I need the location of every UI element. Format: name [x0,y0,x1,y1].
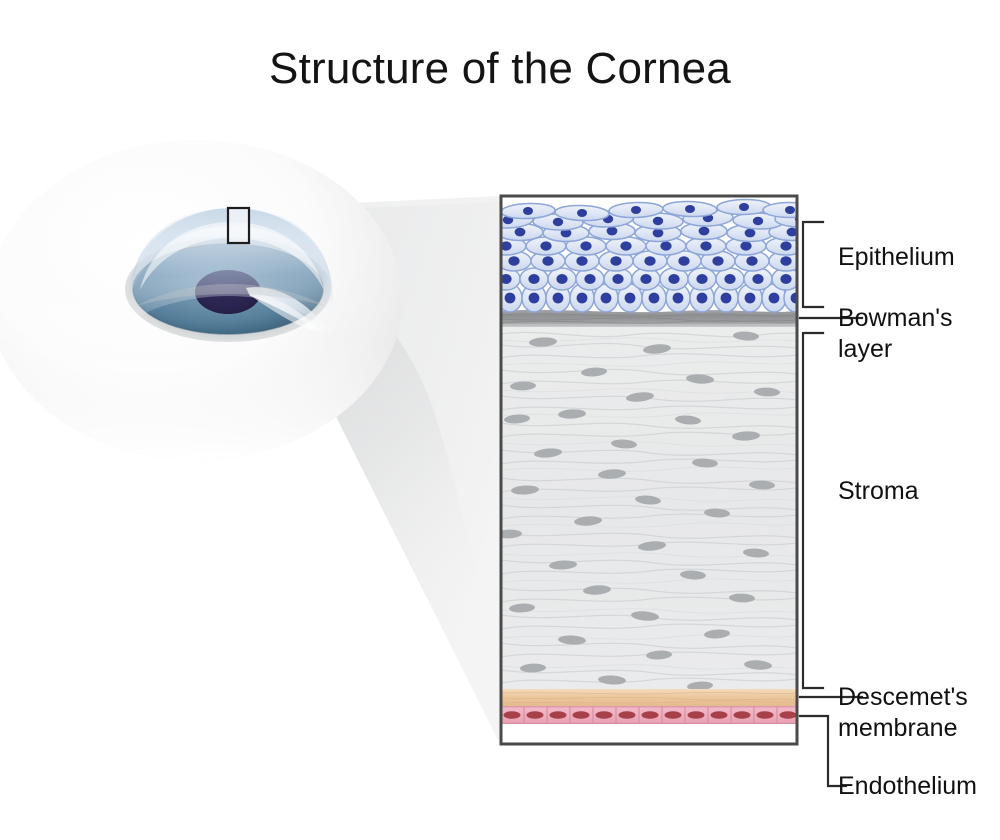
cornea-dome [129,206,333,319]
eye-globe-illustration [0,140,402,460]
page-title: Structure of the Cornea [269,44,731,93]
cornea-layer-panel [499,194,799,746]
epithelium-row-surface [501,198,797,222]
endothelium-nuclei [503,711,797,719]
stroma-layer [501,324,797,705]
dome-inner-shadow [136,284,326,306]
label-descemets-line1: Descemet's [838,683,968,711]
epithelium-row-6 [501,267,797,291]
epithelium-row-5 [501,250,797,272]
epithelium-layer [501,198,797,313]
label-brackets [798,220,864,788]
label-stroma: Stroma [838,477,919,505]
bracket-endothelium [798,714,848,788]
label-bowmans-line2: layer [838,335,893,363]
label-bowmans-line1: Bowman's [838,304,953,332]
label-descemets-line2: membrane [838,714,958,742]
magnified-region-rectangle[interactable] [226,206,251,245]
label-epithelium: Epithelium [838,243,955,271]
bracket-epithelium [801,220,825,309]
descemets-membrane-layer [501,689,797,706]
bracket-stroma [801,331,825,690]
panel-border [499,194,799,746]
endothelium-layer [501,706,797,725]
label-endothelium: Endothelium [838,772,977,800]
epithelium-row-basal [501,283,797,313]
bowmans-layer [501,309,797,327]
